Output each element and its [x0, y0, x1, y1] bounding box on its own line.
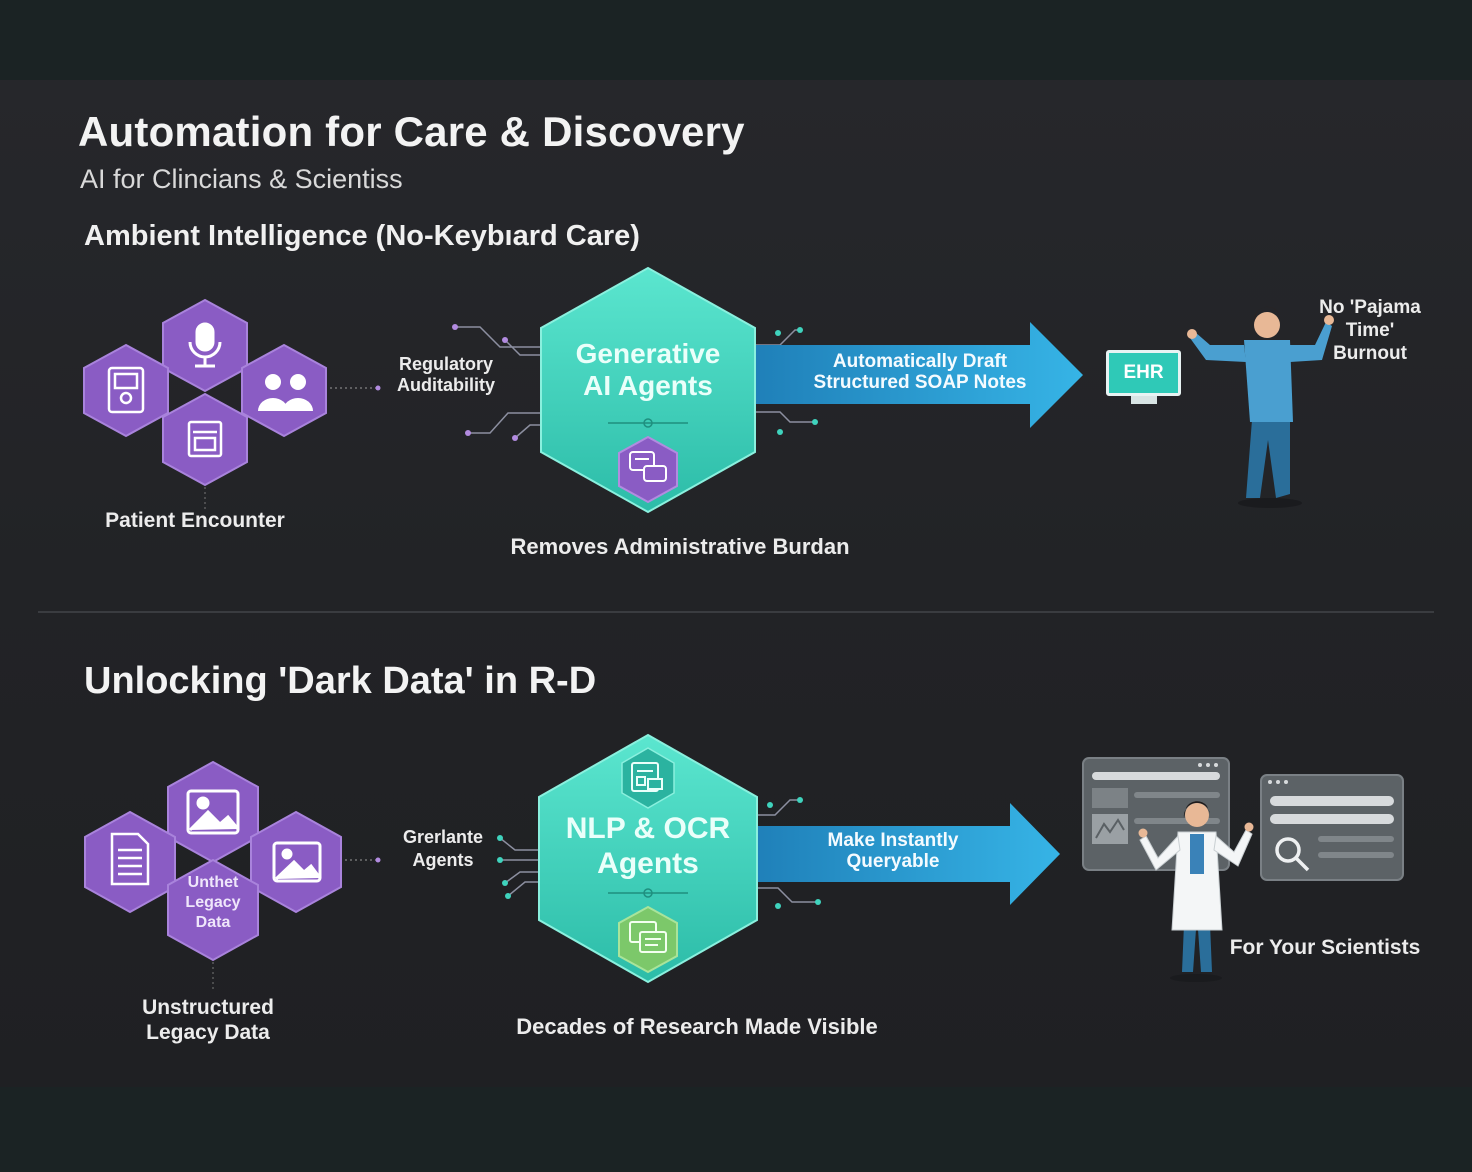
soap-notes-line: Structured SOAP Notes: [813, 371, 1027, 393]
ehr-monitor-stand: [1131, 396, 1157, 404]
magnifier-icon: [1275, 837, 1310, 872]
picture-icon: [272, 841, 322, 883]
legacy-data-hex: [167, 858, 259, 962]
draft-soap-notes-label: Automatically Draft Structured SOAP Note…: [790, 351, 1050, 394]
burnout-line: Burnout: [1333, 342, 1407, 364]
page-title: Automation for Care & Discovery: [78, 108, 745, 155]
unstructured-line: Unstructured: [142, 996, 274, 1019]
ehr-monitor: EHR: [1106, 350, 1181, 396]
draft-line: Automatically Draft: [832, 351, 1008, 372]
agents-side-label: Grerlante Agents: [390, 826, 496, 871]
people-icon: [258, 374, 313, 411]
document-hex-left: [84, 810, 176, 914]
unstructured-legacy-data-label: Unstructured Legacy Data: [120, 995, 296, 1045]
nlp-ocr-agents-label: NLP & OCR Agents: [556, 812, 740, 881]
auditability-label-line: Auditability: [397, 374, 495, 395]
image-hex-top: [167, 760, 259, 864]
page-subtitle: AI for Clincians & Scientiss: [80, 164, 403, 194]
search-screen-right: [1260, 774, 1404, 881]
scientist-figure: [1138, 801, 1254, 982]
generative-line: Generative: [575, 338, 721, 369]
form-icon: [631, 762, 663, 792]
relaxed-clinician-figure: [1187, 306, 1334, 508]
grerlante-line: Grerlante: [402, 827, 484, 847]
circuit-lines-left-2: [499, 837, 540, 897]
ai-agents-line: AI Agents: [583, 370, 713, 402]
patient-encounter-cluster: [83, 298, 381, 510]
image-icon: [186, 789, 240, 835]
circuit-lines-right-2: [755, 799, 818, 903]
section2-caption: Decades of Research Made Visible: [516, 1014, 878, 1039]
section1-caption: Removes Administrative Burdan: [510, 534, 850, 559]
legacy-data-cluster: [84, 760, 381, 992]
nlp-ocr-line: NLP & OCR: [565, 812, 731, 845]
patient-encounter-label: Patient Encounter: [105, 509, 285, 532]
data-cards-icon: [629, 921, 667, 953]
agents-line: Agents: [412, 849, 474, 870]
legacy-data-hex-label: Unthet Legacy Data: [168, 873, 258, 933]
section1-heading: Ambient Intelligence (No-Keybıard Care): [84, 220, 640, 252]
microphone-icon: [188, 322, 222, 368]
section-divider: [38, 611, 1434, 613]
queryable-arrow: [750, 803, 1060, 905]
document-hex: [162, 392, 248, 487]
time-line: Time': [1345, 319, 1395, 341]
chat-bubbles-icon: [629, 451, 667, 482]
regulatory-label-line: Regulatory: [398, 354, 494, 374]
people-hex: [241, 343, 327, 438]
data-line: Data: [195, 914, 231, 931]
draft-notes-arrow: [750, 322, 1083, 428]
pajama-line: No 'Pajama: [1319, 297, 1421, 318]
unthet-line: Unthet: [187, 874, 239, 891]
regulatory-auditability-label: Regulatory Auditability: [392, 354, 500, 395]
section2-heading: Unlocking 'Dark Data' in R-D: [84, 660, 597, 702]
for-your-scientists-label: For Your Scientists: [1229, 936, 1421, 959]
legacy-line: Legacy: [185, 894, 241, 911]
generative-ai-agents-label: Generative AI Agents: [560, 338, 736, 402]
nlp-ocr-hex: [538, 733, 758, 984]
document-lines-icon: [110, 832, 150, 886]
device-hex: [83, 343, 169, 438]
nlp-agents-line: Agents: [597, 846, 699, 880]
make-instantly-line: Make Instantly: [827, 830, 959, 851]
circuit-lines-left: [455, 326, 540, 439]
make-queryable-label: Make Instantly Queryable: [790, 830, 996, 873]
document-icon: [187, 420, 223, 458]
legacy-data-line: Legacy Data: [146, 1021, 270, 1045]
generative-ai-hex: [540, 266, 756, 514]
monitor-device-icon: [107, 366, 145, 414]
no-pajama-time-label: No 'Pajama Time' Burnout: [1308, 297, 1432, 365]
queryable-line: Queryable: [846, 850, 940, 872]
